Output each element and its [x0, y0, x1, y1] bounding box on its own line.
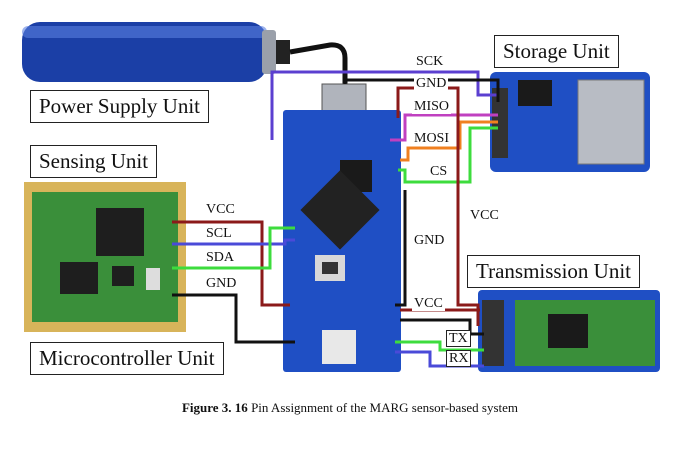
wire-label-gnd-storage: GND — [414, 76, 449, 92]
wire-label-miso: MISO — [412, 99, 452, 115]
wire-label-vcc-bt: VCC — [412, 296, 445, 312]
wire-label-tx: TX — [446, 330, 471, 348]
wire-label-vcc-right: VCC — [468, 208, 501, 224]
usb-connector — [321, 83, 367, 115]
storage-unit-label: Storage Unit — [494, 35, 619, 68]
wire-label-scl: SCL — [204, 226, 234, 242]
transmission-unit-label: Transmission Unit — [467, 255, 641, 288]
wire-label-vcc-sensor: VCC — [204, 202, 237, 218]
figure-caption: Figure 3. 16 Pin Assignment of the MARG … — [0, 400, 700, 416]
wire-label-cs: CS — [428, 164, 450, 180]
figure-caption-text: Pin Assignment of the MARG sensor-based … — [251, 400, 519, 415]
wire-label-sda: SDA — [204, 250, 237, 266]
sensing-unit-label: Sensing Unit — [30, 145, 158, 178]
power-bank — [22, 22, 290, 82]
wire-label-sck: SCK — [414, 54, 446, 70]
microcontroller-unit-label: Microcontroller Unit — [30, 342, 224, 375]
sensor-board — [24, 182, 186, 332]
figure-caption-label: Figure 3. 16 — [181, 400, 248, 415]
wires — [172, 70, 500, 368]
bluetooth-module — [478, 290, 660, 372]
wire-label-gnd-sensor: GND — [204, 276, 239, 292]
wire-label-gnd-mid: GND — [412, 233, 447, 249]
arduino-nano-board — [283, 110, 401, 372]
power-supply-unit-label: Power Supply Unit — [30, 90, 210, 123]
wire-label-rx: RX — [446, 350, 472, 368]
usb-cable — [289, 42, 348, 85]
sd-card-module — [490, 72, 650, 172]
wire-label-mosi: MOSI — [412, 131, 452, 147]
